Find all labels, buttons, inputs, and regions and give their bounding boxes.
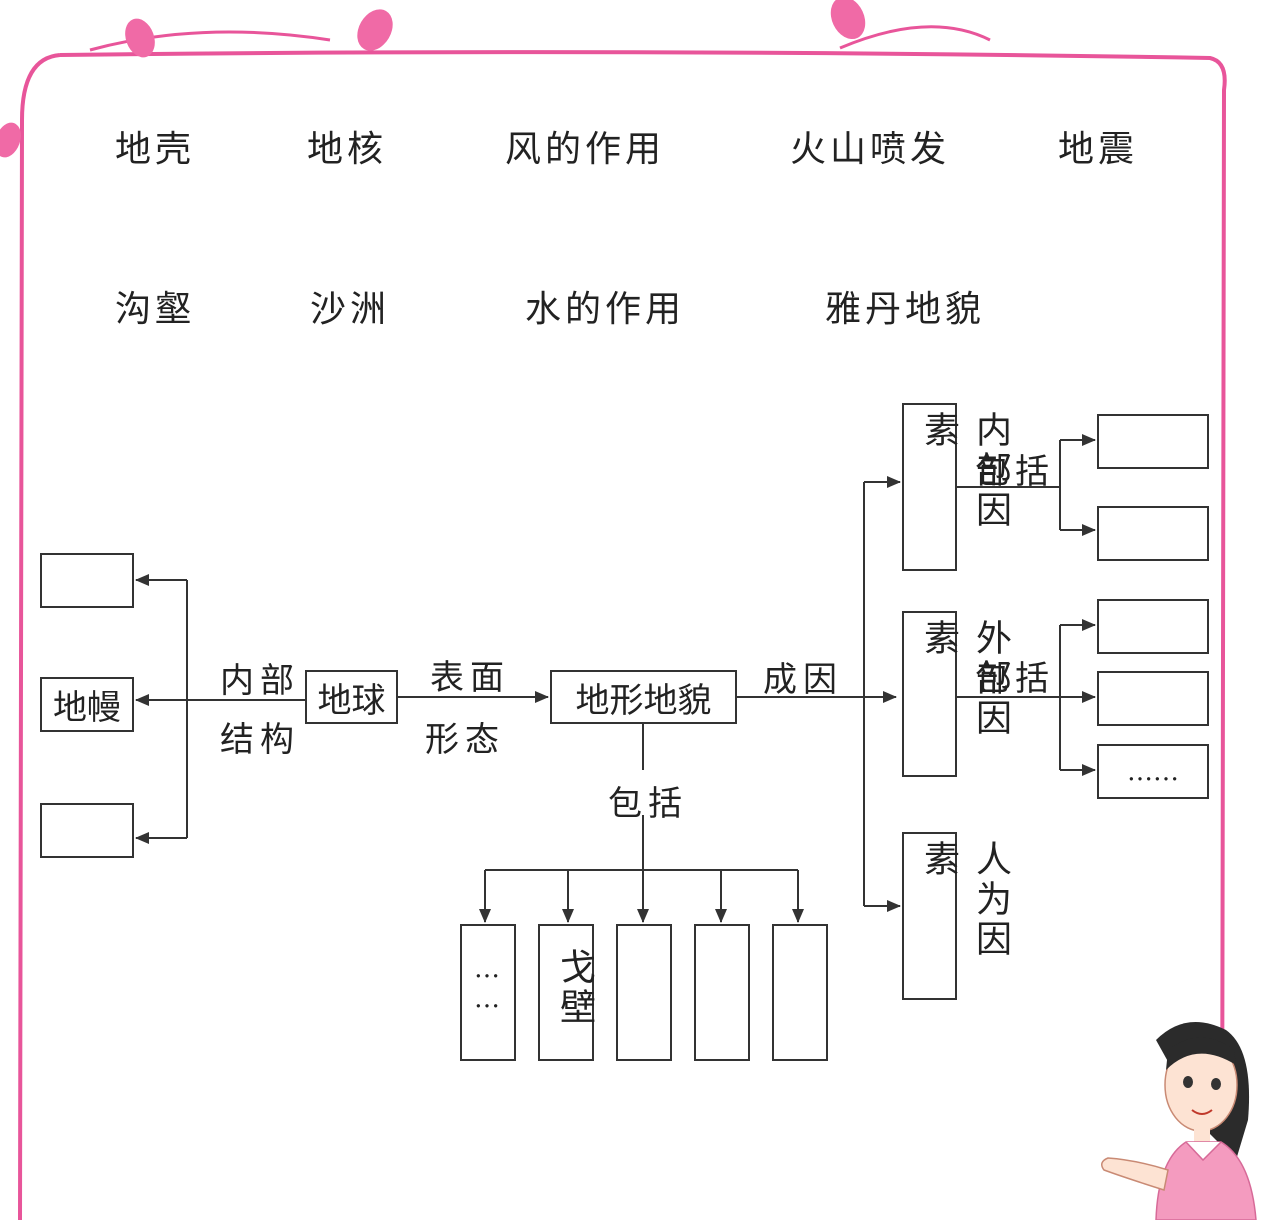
label-cause: 成因 [763,660,843,700]
label-includes-internal: 包括 [975,452,1055,492]
mantle-box: 地幔 [40,677,134,732]
blank-box-structure-top[interactable] [40,553,134,608]
word-wind-action: 风的作用 [505,129,666,170]
landform-box: 地形地貌 [550,670,737,724]
label-internal: 内部 [220,661,300,701]
external-factors-label: 外部因素 [918,619,1011,739]
internal-factors-label: 内部因素 [918,411,1011,531]
blank-box-type-3[interactable] [772,924,828,1061]
word-crust: 地壳 [115,129,196,170]
leaf-icon [125,18,155,58]
word-water-action: 水的作用 [525,289,686,330]
label-form: 形态 [425,720,505,760]
blank-box-external-2[interactable] [1097,671,1209,726]
ellipsis-box-types: …… [460,924,516,1061]
leaf-icon [830,0,866,40]
ellipsis-box-external: …… [1097,744,1209,799]
word-volcanic-eruption: 火山喷发 [790,129,951,170]
earth-box: 地球 [305,670,398,724]
word-yardang: 雅丹地貌 [825,289,986,330]
gobi-label: 戈壁 [554,948,595,1028]
blank-box-external-1[interactable] [1097,599,1209,654]
word-core: 地核 [307,129,388,170]
word-gully: 沟壑 [115,289,196,330]
girl-illustration [1101,1022,1257,1220]
ellipsis-label-v: …… [472,954,502,1014]
word-earthquake: 地震 [1058,129,1139,170]
internal-factors-box: 内部因素 [902,403,1011,571]
blank-box-internal-2[interactable] [1097,506,1209,561]
human-factors-label: 人为因素 [918,840,1011,960]
leaf-icon [0,122,21,158]
blank-box-type-2[interactable] [694,924,750,1061]
human-factors-box: 人为因素 [902,832,1011,1000]
blank-box-structure-bottom[interactable] [40,803,134,858]
external-factors-box: 外部因素 [902,611,1011,777]
label-includes-external: 包括 [975,659,1055,699]
word-sandbar: 沙洲 [310,289,391,330]
gobi-box: 戈壁 [538,924,595,1061]
label-includes-bottom: 包括 [608,784,688,824]
blank-box-type-1[interactable] [616,924,672,1061]
label-structure: 结构 [220,720,300,760]
leaf-icon [357,9,393,51]
earth-label: 地球 [317,680,386,721]
mantle-label: 地幔 [53,688,121,728]
label-surface: 表面 [430,658,510,698]
ellipsis-label-h: …… [1127,756,1179,787]
blank-box-internal-1[interactable] [1097,414,1209,469]
landform-label: 地形地貌 [575,680,712,721]
